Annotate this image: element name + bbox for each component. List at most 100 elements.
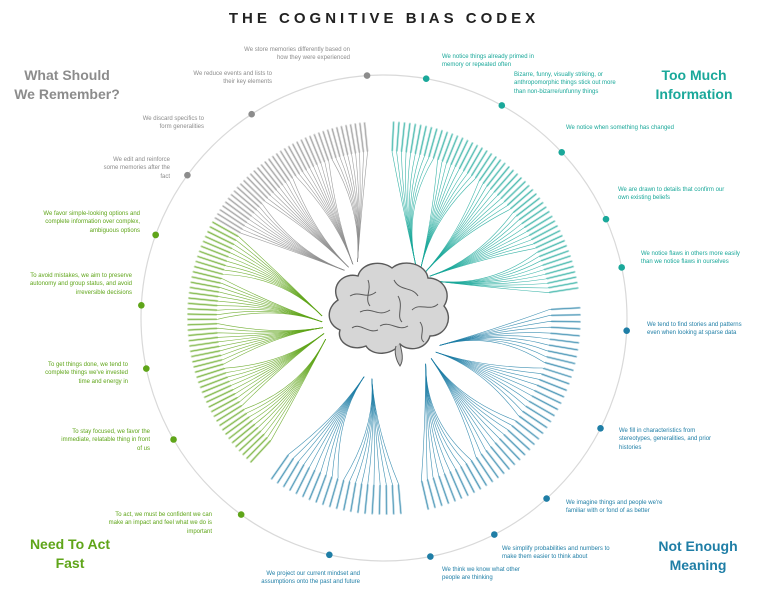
bias-label-mark	[188, 324, 216, 325]
node-info-primed	[423, 75, 430, 82]
bias-label-mark	[201, 377, 227, 387]
bias-label-mark	[190, 288, 218, 292]
quadrant-information: Too Much Information	[648, 66, 740, 104]
bias-branch	[421, 146, 477, 269]
bias-label-mark	[552, 327, 580, 329]
bias-label-mark	[290, 465, 304, 490]
bias-branch	[235, 191, 345, 270]
node-meaning-familiar	[543, 495, 550, 502]
bias-branch	[372, 379, 394, 514]
bias-label-mark	[552, 308, 580, 310]
category-memory-experience: We store memories differently based on h…	[238, 46, 350, 63]
bias-label-mark	[496, 443, 515, 464]
bias-label-mark	[372, 486, 374, 514]
node-fast-focused	[170, 436, 177, 443]
bias-label-mark	[188, 314, 216, 315]
bias-label-mark	[487, 451, 504, 473]
bias-label-mark	[472, 461, 487, 485]
category-fast-mistakes: To avoid mistakes, we aim to preserve au…	[28, 272, 132, 297]
category-info-primed: We notice things already primed in memor…	[442, 53, 546, 70]
bias-label-mark	[513, 426, 534, 444]
bias-label-mark	[351, 484, 356, 512]
category-info-confirm: We are drawn to details that confirm our…	[618, 186, 728, 203]
bias-label-mark	[278, 459, 293, 483]
bias-branch	[430, 207, 546, 276]
bias-label-mark	[549, 351, 577, 357]
bias-branch	[217, 334, 324, 421]
bias-label-mark	[411, 125, 415, 153]
bias-label-mark	[551, 339, 579, 343]
bias-branch	[434, 241, 565, 282]
branches-meaning	[421, 308, 580, 509]
bias-label-mark	[546, 363, 573, 371]
bias-branch	[244, 181, 348, 267]
bias-label-mark	[188, 309, 216, 310]
bias-branch	[226, 339, 326, 434]
bias-branch	[426, 364, 481, 489]
bias-label-mark	[451, 138, 462, 164]
bias-label-mark	[379, 486, 380, 514]
bias-label-mark	[189, 338, 217, 341]
category-meaning-familiar: We imagine things and people we're famil…	[566, 499, 670, 516]
node-info-confirm	[603, 216, 610, 223]
category-fast-complete: To get things done, we tend to complete …	[40, 361, 128, 386]
branches-fast	[188, 222, 326, 462]
bias-branch	[223, 206, 344, 270]
bias-label-mark	[360, 124, 363, 152]
bias-branch	[426, 190, 533, 272]
bias-label-mark	[190, 293, 218, 297]
bias-label-mark	[191, 282, 219, 287]
bias-branch	[440, 327, 580, 345]
node-fast-mistakes	[138, 302, 145, 309]
bias-label-mark	[520, 417, 543, 433]
bias-label-mark	[337, 481, 344, 508]
quadrant-meaning: Not Enough Meaning	[650, 537, 746, 575]
category-info-bizarre: Bizarre, funny, visually striking, or an…	[514, 71, 618, 96]
bias-label-mark	[358, 485, 362, 513]
category-meaning-project: We project our current mindset and assum…	[232, 570, 360, 587]
bias-label-mark	[365, 123, 368, 151]
bias-label-mark	[202, 246, 228, 256]
node-info-bizarre	[499, 102, 506, 109]
bias-label-mark	[189, 333, 217, 336]
category-memory-edit: We edit and reinforce some memories afte…	[100, 156, 170, 181]
bias-branch	[220, 339, 326, 425]
bias-label-mark	[392, 122, 393, 150]
bias-label-mark	[500, 439, 519, 459]
bias-label-mark	[477, 458, 493, 481]
category-meaning-others: We think we know what other people are t…	[442, 566, 524, 583]
category-fast-focused: To stay focused, we favor the immediate,…	[56, 428, 150, 453]
node-memory-experience	[364, 72, 371, 79]
bias-label-mark	[516, 422, 538, 439]
bias-label-mark	[204, 242, 230, 253]
bias-label-mark	[189, 298, 217, 301]
bias-label-mark	[550, 288, 578, 292]
node-fast-confident	[238, 511, 245, 518]
bias-label-mark	[416, 126, 421, 154]
bias-label-mark	[461, 467, 474, 492]
node-info-change	[558, 149, 565, 156]
category-info-flaws: We notice flaws in others more easily th…	[641, 250, 745, 267]
bias-branch	[240, 339, 326, 450]
bias-label-mark	[482, 455, 498, 478]
bias-branch	[426, 364, 462, 498]
bias-label-mark	[491, 447, 509, 469]
node-meaning-patterns	[623, 327, 630, 334]
bias-label-mark	[344, 482, 350, 509]
bias-label-mark	[509, 431, 530, 450]
node-fast-complete	[143, 365, 150, 372]
category-meaning-probabilities: We simplify probabilities and numbers to…	[502, 545, 616, 562]
category-info-change: We notice when something has changed	[566, 124, 676, 132]
bias-label-mark	[272, 456, 288, 479]
bias-label-mark	[422, 482, 428, 509]
bias-label-mark	[330, 480, 338, 507]
bias-label-mark	[323, 132, 332, 159]
bias-label-mark	[188, 328, 216, 330]
bias-label-mark	[399, 485, 401, 513]
bias-branch	[431, 358, 492, 481]
bias-label-mark	[284, 462, 298, 486]
branches-memory	[215, 123, 367, 270]
node-meaning-others	[427, 553, 434, 560]
node-memory-generalities	[184, 172, 191, 179]
